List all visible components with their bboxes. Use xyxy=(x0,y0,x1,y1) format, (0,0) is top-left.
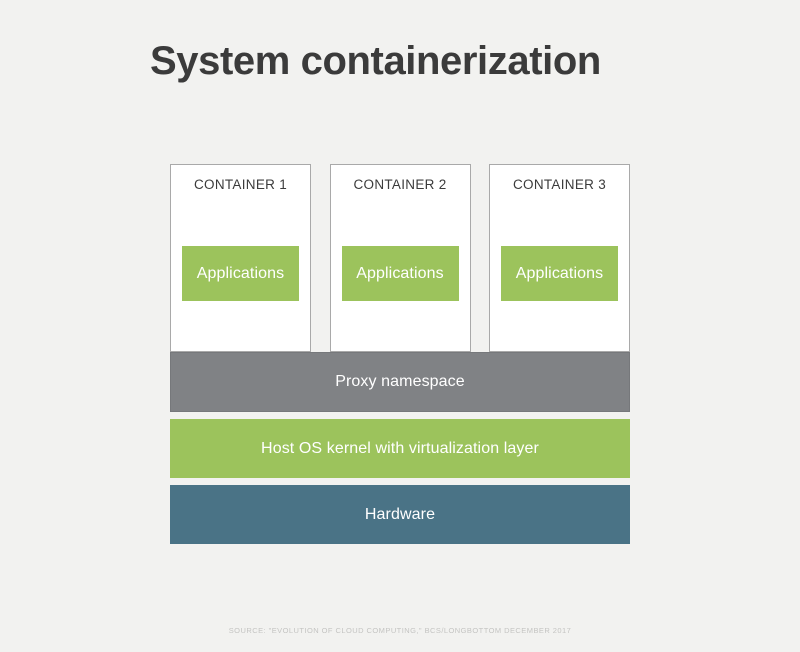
layer-hardware: Hardware xyxy=(170,485,630,544)
applications-label-2: Applications xyxy=(356,264,444,282)
layer-host-os-kernel: Host OS kernel with virtualization layer xyxy=(170,419,630,478)
applications-box-3: Applications xyxy=(501,246,618,301)
container-row: CONTAINER 1 Applications CONTAINER 2 App… xyxy=(170,164,630,352)
layer-host-os-kernel-label: Host OS kernel with virtualization layer xyxy=(261,439,539,457)
container-box-2: CONTAINER 2 Applications xyxy=(329,164,471,352)
containerization-diagram: CONTAINER 1 Applications CONTAINER 2 App… xyxy=(170,164,630,544)
container-box-1: CONTAINER 1 Applications xyxy=(170,164,311,352)
applications-box-2: Applications xyxy=(341,246,459,301)
layer-hardware-label: Hardware xyxy=(364,505,436,523)
source-attribution: SOURCE: "EVOLUTION OF CLOUD COMPUTING," … xyxy=(228,626,572,635)
container-label-1: CONTAINER 1 xyxy=(193,177,288,192)
container-label-2: CONTAINER 2 xyxy=(353,177,447,192)
layer-proxy-namespace: Proxy namespace xyxy=(170,352,630,412)
applications-label-1: Applications xyxy=(196,264,285,282)
container-box-3: CONTAINER 3 Applications xyxy=(489,164,630,352)
layer-proxy-namespace-label: Proxy namespace xyxy=(335,373,465,390)
applications-box-1: Applications xyxy=(182,246,299,301)
container-label-3: CONTAINER 3 xyxy=(512,177,607,192)
applications-label-3: Applications xyxy=(515,264,604,282)
page-title: System containerization xyxy=(150,39,601,83)
